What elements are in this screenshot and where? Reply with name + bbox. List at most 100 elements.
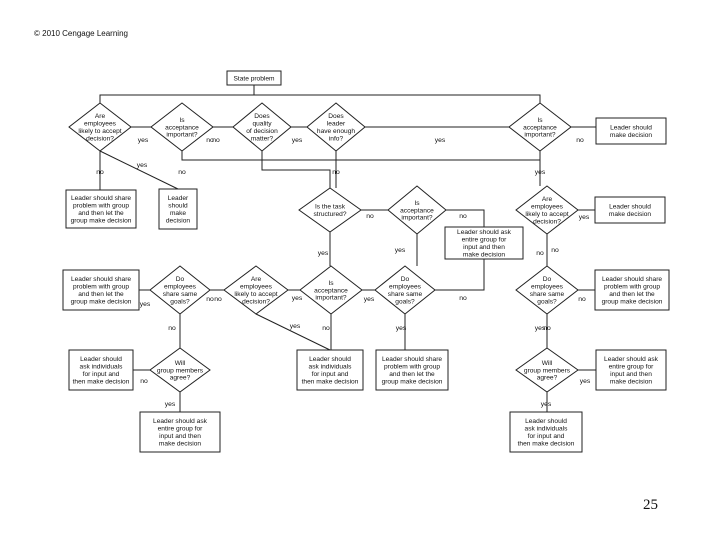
node-text-line: Leader should xyxy=(80,356,122,363)
edge-label: yes xyxy=(535,169,546,176)
edge-label: no xyxy=(212,137,220,144)
node-text-line: employees xyxy=(531,284,564,291)
edge-label: no xyxy=(178,169,186,176)
flow-connector xyxy=(99,85,255,103)
node-text-line: agree? xyxy=(537,375,558,382)
node-text-line: Leader should xyxy=(610,125,652,132)
node-text-line: leader xyxy=(327,121,346,128)
node-text-line: share same xyxy=(388,291,423,298)
node-text-line: important? xyxy=(401,215,432,222)
node-text-line: decision? xyxy=(242,298,270,305)
node-text-line: structured? xyxy=(314,211,347,218)
node-text-line: ask individuals xyxy=(80,364,124,371)
node-text-line: of decision xyxy=(246,128,278,135)
node-text-line: Leader should ask xyxy=(153,418,208,425)
edge-label: yes xyxy=(292,295,303,302)
node-text-line: agree? xyxy=(170,375,191,382)
node-text-line: acceptance xyxy=(523,124,557,131)
node-text-line: decision? xyxy=(533,218,561,225)
node-text-line: matter? xyxy=(251,135,274,142)
node-text-line: input and then xyxy=(159,433,201,440)
node-text-line: input and then xyxy=(463,244,505,251)
node-text-line: make decision xyxy=(159,440,201,447)
node-text-line: Do xyxy=(176,276,185,283)
node-text-line: State problem xyxy=(233,75,275,82)
node-text-line: ask individuals xyxy=(525,426,569,433)
node-text-line: employees xyxy=(389,284,422,291)
node-text-line: Will xyxy=(542,360,553,367)
node-text-line: and then let the xyxy=(78,210,124,217)
node-text-line: Leader should ask xyxy=(457,229,512,236)
node-text-line: likely to accept xyxy=(234,291,277,298)
node-text-line: input and then xyxy=(610,371,652,378)
node-text-line: entire group for xyxy=(609,364,655,371)
node-text-line: Are xyxy=(95,113,106,120)
edge-label: yes xyxy=(535,325,546,332)
edge-label: yes xyxy=(541,401,552,408)
node-text-line: Leader should share xyxy=(71,195,131,202)
node-text-line: Will xyxy=(175,360,186,367)
node-text-line: group make decision xyxy=(71,217,132,224)
node-text-line: Is xyxy=(537,117,543,124)
edge-label: yes xyxy=(318,250,329,257)
node-text-line: acceptance xyxy=(400,207,434,214)
node-text-line: important? xyxy=(315,295,346,302)
node-text-line: problem with group xyxy=(384,364,440,371)
edge-label: yes xyxy=(292,137,303,144)
node-text-line: Leader should share xyxy=(382,356,442,363)
node-text-line: goals? xyxy=(170,298,190,305)
node-text-line: employees xyxy=(164,284,197,291)
node-text-line: should xyxy=(168,203,188,210)
node-text-line: group members xyxy=(157,367,204,374)
node-text-line: make decision xyxy=(463,251,505,258)
flow-connector xyxy=(446,209,485,227)
node-text-line: employees xyxy=(240,284,273,291)
edge-label: no xyxy=(576,137,584,144)
node-text-line: Leader should xyxy=(525,418,567,425)
edge-label: yes xyxy=(395,247,406,254)
node-text-line: Do xyxy=(401,276,410,283)
flow-connector xyxy=(181,151,337,161)
node-text-line: quality xyxy=(252,121,272,128)
node-text-line: Do xyxy=(543,276,552,283)
edge-label: yes xyxy=(435,137,446,144)
node-text-line: group members xyxy=(524,367,571,374)
node-text-line: likely to accept xyxy=(78,128,121,135)
edge-label: no xyxy=(140,378,148,385)
copyright-notice: © 2010 Cengage Learning xyxy=(34,29,128,38)
node-text-line: then make decision xyxy=(518,440,575,447)
node-text-line: important? xyxy=(166,132,197,139)
flow-connector xyxy=(435,259,485,291)
edge-label: yes xyxy=(580,378,591,385)
edge-label: no xyxy=(214,296,222,303)
edge-label: yes xyxy=(140,301,151,308)
node-text-line: Does xyxy=(328,113,344,120)
edge-label: yes xyxy=(290,323,301,330)
node-text-line: share same xyxy=(530,291,565,298)
node-text-line: then make decision xyxy=(73,378,130,385)
node-text-line: acceptance xyxy=(165,124,199,131)
node-text-line: group make decision xyxy=(382,378,443,385)
node-text-line: entire group for xyxy=(462,237,508,244)
action-start: State problem xyxy=(226,70,282,86)
node-text-line: and then let the xyxy=(609,291,655,298)
node-text-line: and then let the xyxy=(389,371,435,378)
edge-label: yes xyxy=(396,325,407,332)
